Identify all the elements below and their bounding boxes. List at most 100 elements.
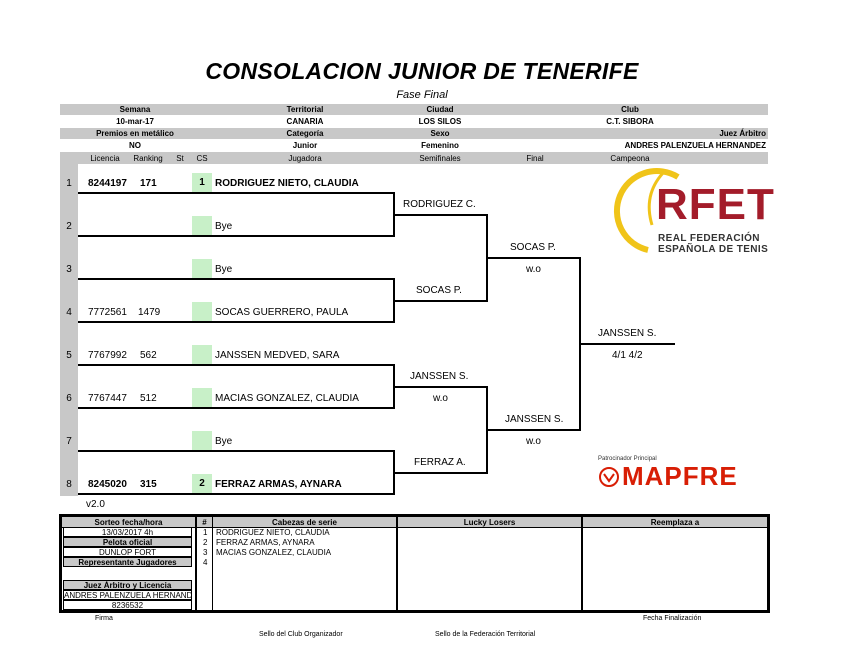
sexo-label: Sexo bbox=[430, 129, 450, 138]
champion-name: JANSSEN S. bbox=[598, 328, 657, 339]
seed-name: FERRAZ ARMAS, AYNARA bbox=[216, 538, 315, 547]
col-final: Final bbox=[526, 154, 544, 163]
col-divider bbox=[581, 517, 583, 610]
player-line bbox=[78, 364, 393, 366]
semana-value: 10-mar-17 bbox=[116, 117, 154, 126]
premios-value: NO bbox=[129, 141, 141, 150]
player-line bbox=[78, 407, 393, 409]
row-number: 2 bbox=[66, 221, 72, 232]
row-number: 1 bbox=[66, 178, 72, 189]
page-title: CONSOLACION JUNIOR DE TENERIFE bbox=[205, 58, 639, 84]
juez-arbitro-licencia: 8236532 bbox=[63, 600, 192, 610]
player-name: JANSSEN MEDVED, SARA bbox=[215, 350, 340, 361]
seed-num: 1 bbox=[203, 528, 208, 537]
player-name: SOCAS GUERRERO, PAULA bbox=[215, 307, 349, 318]
col-divider bbox=[396, 517, 398, 610]
rfet-logo: RFET REAL FEDERACIÓN ESPAÑOLA DE TENIS bbox=[608, 165, 778, 260]
mapfre-emblem-icon bbox=[599, 467, 619, 487]
semifinal-line bbox=[393, 300, 488, 302]
hash-header: # bbox=[202, 518, 207, 527]
final-line bbox=[486, 257, 581, 259]
final-name: JANSSEN S. bbox=[505, 414, 564, 425]
player-cs: 2 bbox=[192, 474, 212, 494]
player-line bbox=[78, 493, 393, 495]
player-line bbox=[78, 235, 393, 237]
row-number: 7 bbox=[66, 436, 72, 447]
player-cs bbox=[192, 259, 212, 279]
col-licencia: Licencia bbox=[90, 154, 120, 163]
player-ranking: 562 bbox=[140, 350, 157, 361]
player-ranking: 171 bbox=[140, 178, 157, 189]
seed-num: 2 bbox=[203, 538, 208, 547]
final-name: SOCAS P. bbox=[510, 242, 556, 253]
semifinal-name: JANSSEN S. bbox=[410, 371, 469, 382]
player-licencia: 8245020 bbox=[88, 479, 127, 490]
player-licencia: 7767992 bbox=[88, 350, 127, 361]
player-name: Bye bbox=[215, 221, 233, 232]
semana-label: Semana bbox=[119, 105, 151, 114]
column-header-bar bbox=[60, 152, 768, 164]
tennis-ball-icon bbox=[614, 168, 680, 253]
sello-federacion-label: Sello de la Federación Territorial bbox=[435, 631, 536, 638]
player-cs bbox=[192, 345, 212, 365]
row-number: 5 bbox=[66, 350, 72, 361]
row-number: 8 bbox=[66, 479, 72, 490]
col-divider bbox=[212, 517, 213, 610]
player-ranking: 512 bbox=[140, 393, 157, 404]
col-semifinales: Semifinales bbox=[419, 154, 461, 163]
sponsor-label: Patrocinador Principal bbox=[598, 456, 657, 462]
bottom-table: Sorteo fecha/hora # Cabezas de serie Luc… bbox=[59, 514, 770, 613]
ciudad-label: Ciudad bbox=[426, 105, 454, 114]
sorteo-header: Sorteo fecha/hora bbox=[94, 518, 163, 527]
juez-arbitro-value: ANDRES PALENZUELA HERNANDEZ bbox=[63, 590, 192, 600]
premios-label: Premios en metálico bbox=[96, 129, 174, 138]
col-cs: CS bbox=[196, 154, 208, 163]
player-cs: 1 bbox=[192, 173, 212, 193]
semifinal-name: SOCAS P. bbox=[416, 285, 462, 296]
semifinal-line bbox=[393, 386, 488, 388]
player-name: FERRAZ ARMAS, AYNARA bbox=[215, 479, 342, 490]
final-score: w.o bbox=[525, 436, 541, 447]
reemplaza-header: Reemplaza a bbox=[650, 518, 700, 527]
col-jugadora: Jugadora bbox=[288, 154, 322, 163]
player-line bbox=[78, 278, 393, 280]
semifinal-line bbox=[393, 472, 488, 474]
pelota-label: Pelota oficial bbox=[63, 537, 192, 547]
player-licencia: 7772561 bbox=[88, 307, 127, 318]
club-value: C.T. SIBORA bbox=[606, 117, 654, 126]
juez-label: Juez Árbitro bbox=[719, 129, 766, 138]
row-number: 3 bbox=[66, 264, 72, 275]
final-score: w.o bbox=[525, 264, 541, 275]
sexo-value: Femenino bbox=[421, 141, 459, 150]
seed-name: RODRIGUEZ NIETO, CLAUDIA bbox=[216, 528, 330, 537]
juez-value: ANDRES PALENZUELA HERNANDEZ bbox=[624, 141, 766, 150]
row-number: 4 bbox=[66, 307, 72, 318]
territorial-value: CANARIA bbox=[286, 117, 324, 126]
pelota-value: DUNLOP FORT bbox=[63, 547, 192, 557]
rfet-line2: ESPAÑOLA DE TENIS bbox=[658, 244, 769, 255]
player-ranking: 315 bbox=[140, 479, 157, 490]
header-label-bar-2 bbox=[60, 128, 768, 139]
territorial-label: Territorial bbox=[286, 105, 324, 114]
champion-score: 4/1 4/2 bbox=[612, 350, 643, 361]
col-ranking: Ranking bbox=[133, 154, 163, 163]
champion-line bbox=[579, 343, 675, 345]
player-ranking: 1479 bbox=[138, 307, 161, 318]
cabezas-header: Cabezas de serie bbox=[272, 518, 337, 527]
player-line bbox=[78, 321, 393, 323]
firma-label: Firma bbox=[95, 615, 113, 622]
player-name: Bye bbox=[215, 436, 233, 447]
player-name: Bye bbox=[215, 264, 233, 275]
ciudad-value: LOS SILOS bbox=[418, 117, 462, 126]
fecha-finalizacion-label: Fecha Finalización bbox=[643, 615, 702, 622]
seed-name: MACIAS GONZALEZ, CLAUDIA bbox=[216, 548, 332, 557]
header-label-bar-1 bbox=[60, 104, 768, 115]
number-column bbox=[60, 164, 78, 496]
rfet-wordmark: RFET bbox=[656, 180, 775, 229]
bottom-header-bar bbox=[62, 517, 767, 528]
player-cs bbox=[192, 302, 212, 322]
sorteo-value: 13/03/2017 4h bbox=[63, 527, 192, 537]
player-name: RODRIGUEZ NIETO, CLAUDIA bbox=[215, 178, 359, 189]
player-cs bbox=[192, 431, 212, 451]
player-cs bbox=[192, 388, 212, 408]
